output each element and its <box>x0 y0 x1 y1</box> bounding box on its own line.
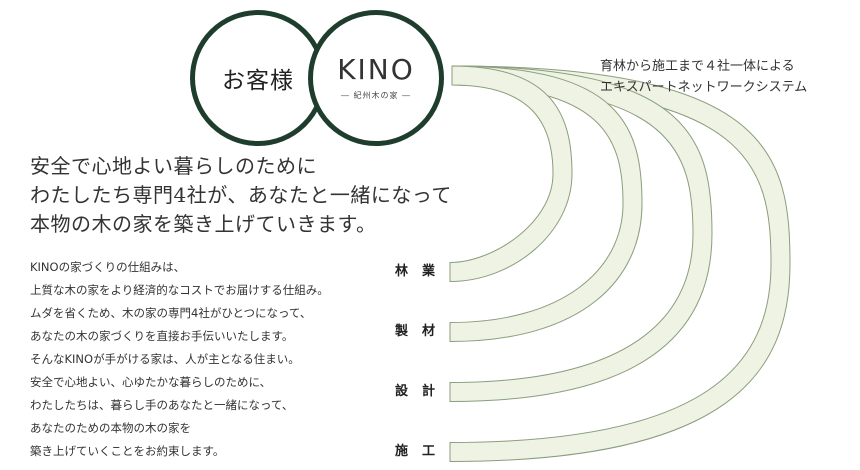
category-forestry: 林業 <box>395 264 450 279</box>
headline-line: わたしたち専門4社が、あなたと一緒になって <box>30 183 452 207</box>
body-line: ムダを省くため、木の家の専門4社がひとつになって、 <box>30 306 312 320</box>
network-note-line: エキスパートネットワークシステム <box>600 80 808 95</box>
headline-line: 本物の木の家を築き上げていきます。 <box>30 212 377 236</box>
network-note-line: 育林から施工まで４社一体による <box>600 59 795 74</box>
body-line: 築き上げていくことをお約束します。 <box>30 444 225 458</box>
kino-logo-text: KINO <box>337 52 415 86</box>
headline: 安全で心地よい暮らしのために わたしたち専門4社が、あなたと一緒になって 本物の… <box>30 152 452 239</box>
arc-forestry <box>449 65 573 283</box>
body-line: わたしたちは、暮らし手のあなたと一緒になって、 <box>30 398 294 412</box>
category-sawmill: 製材 <box>395 324 450 339</box>
body-line: KINOの家づくりの仕組みは、 <box>30 260 186 274</box>
body-line: あなたの木の家づくりを直接お手伝いいたします。 <box>30 329 294 343</box>
customer-label: お客様 <box>222 68 294 94</box>
customer-circle: お客様 <box>190 10 326 146</box>
body-text: KINOの家づくりの仕組みは、 上質な木の家をより経済的なコストでお届けする仕組… <box>30 256 329 463</box>
network-note: 育林から施工まで４社一体による エキスパートネットワークシステム <box>600 56 807 98</box>
body-line: そんなKINOが手がける家は、人が主となる住まい。 <box>30 352 300 366</box>
kino-logo-circle: KINO ― 紀州木の家 ― <box>308 10 444 146</box>
category-construction: 施工 <box>395 444 450 459</box>
kino-logo-subtitle: ― 紀州木の家 ― <box>340 90 412 100</box>
body-line: 安全で心地よい、心ゆたかな暮らしのために、 <box>30 375 272 389</box>
arc-construction <box>449 65 791 463</box>
arc-design <box>449 65 713 403</box>
arc-sawmill <box>449 65 643 343</box>
body-line: 上質な木の家をより経済的なコストでお届けする仕組み。 <box>30 283 329 297</box>
headline-line: 安全で心地よい暮らしのために <box>30 154 317 178</box>
category-design: 設計 <box>395 384 450 399</box>
body-line: あなたのための本物の木の家を <box>30 421 191 435</box>
